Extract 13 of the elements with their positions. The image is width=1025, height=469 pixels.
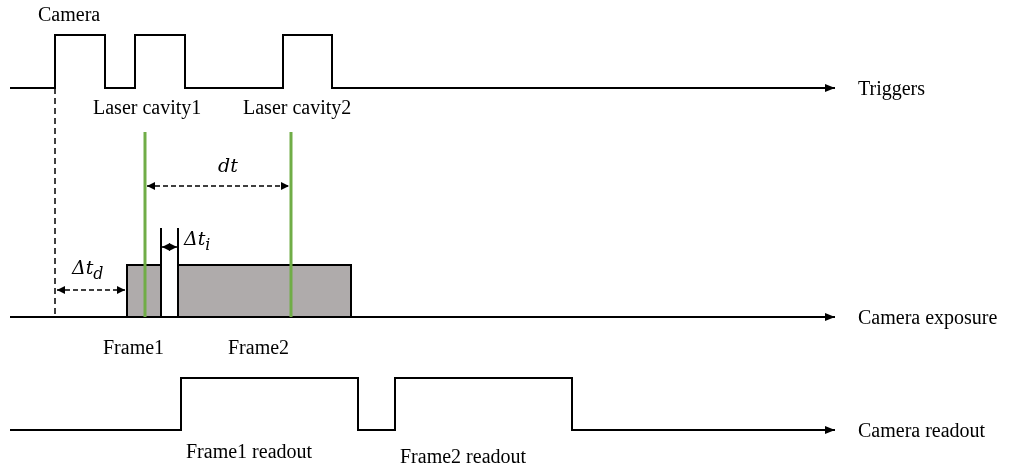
axis-label: Camera exposure xyxy=(858,306,998,328)
frame-label: Frame1 xyxy=(103,336,165,358)
pulse-label: Laser cavity2 xyxy=(243,96,352,118)
frame-label: Frame2 xyxy=(228,336,290,358)
axis-label: Triggers xyxy=(858,77,926,99)
time-interval-label: dt xyxy=(218,154,238,176)
axis-label: Camera readout xyxy=(858,419,986,441)
frame-label: Frame1 readout xyxy=(186,440,313,462)
frame-label: Frame2 readout xyxy=(400,445,527,467)
time-interval-label: Δt$_{i}$ xyxy=(184,227,211,256)
time-interval-label: Δt$_{d}$ xyxy=(72,256,104,285)
signal-label: Camera xyxy=(38,3,101,25)
pulse-label: Laser cavity1 xyxy=(93,96,202,118)
